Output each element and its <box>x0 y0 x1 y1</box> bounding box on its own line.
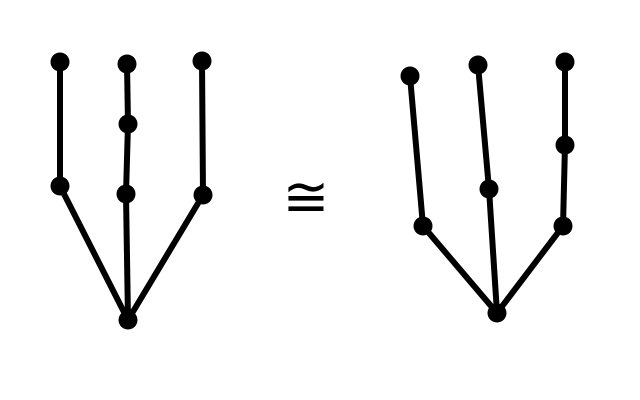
right-tree-edge-r-a <box>420 223 500 316</box>
left-tree-edge-r-a <box>57 183 131 323</box>
left-tree-node-b <box>116 184 136 204</box>
isomorphism-symbol: ≅ <box>283 165 330 230</box>
right-tree-edge-r-c <box>494 223 566 316</box>
right-tree-node-c2 <box>555 52 575 72</box>
right-tree-node-a <box>413 216 433 236</box>
left-tree-edge-c-c1 <box>199 58 206 198</box>
right-tree-node-r <box>487 303 507 323</box>
left-tree-edge-b-b1 <box>123 121 131 197</box>
left-tree-node-c <box>193 185 213 205</box>
right-tree-node-a1 <box>400 66 420 86</box>
left-tree-edge-r-b <box>123 191 131 323</box>
left-tree-node-r <box>118 310 138 330</box>
left-tree-node-b1 <box>118 114 138 134</box>
right-tree-edge-b-b1 <box>475 62 492 192</box>
right-tree-node-c1 <box>555 135 575 155</box>
left-tree-edge-r-c <box>125 192 206 323</box>
right-tree-node-c <box>553 216 573 236</box>
right-tree-node-b1 <box>468 55 488 75</box>
left-tree <box>50 51 213 330</box>
left-tree-node-a1 <box>50 52 70 72</box>
left-tree-node-b2 <box>117 54 137 74</box>
left-tree-node-c1 <box>192 51 212 71</box>
right-tree-edge-r-b <box>486 186 500 316</box>
right-tree <box>400 52 575 323</box>
left-tree-node-a <box>50 176 70 196</box>
right-tree-edge-c-c1 <box>560 142 568 229</box>
right-tree-node-b <box>479 179 499 199</box>
left-tree-edge-b1-b2 <box>124 61 131 127</box>
right-tree-edge-a-a1 <box>407 73 426 229</box>
